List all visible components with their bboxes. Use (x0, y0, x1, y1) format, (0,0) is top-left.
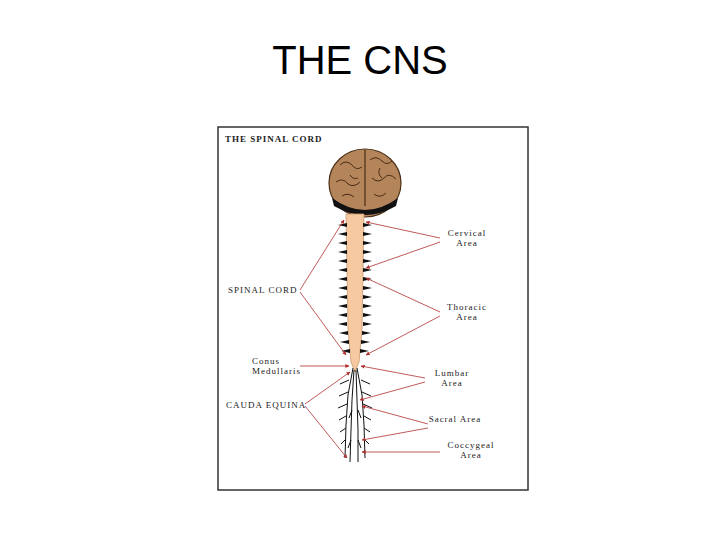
region-label: Lumbar Area (425, 368, 479, 388)
region-label: Cervical Area (440, 228, 494, 248)
part-label: SPINAL CORD (228, 285, 308, 295)
part-label: CAUDA EQUINA (226, 400, 308, 410)
figure-frame (218, 127, 528, 490)
part-label: Conus Medullaris (252, 356, 304, 376)
region-label: Sacral Area (428, 414, 482, 424)
brain (329, 149, 401, 217)
spinal-nerve-roots (338, 223, 372, 353)
region-label: Thoracic Area (440, 302, 494, 322)
figure-heading: THE SPINAL CORD (225, 134, 345, 144)
leader-lines (300, 220, 440, 458)
cauda-equina (338, 368, 372, 462)
spinal-cord (346, 214, 364, 372)
slide-title: THE CNS (0, 36, 720, 84)
region-label: Coccygeal Area (440, 440, 502, 460)
